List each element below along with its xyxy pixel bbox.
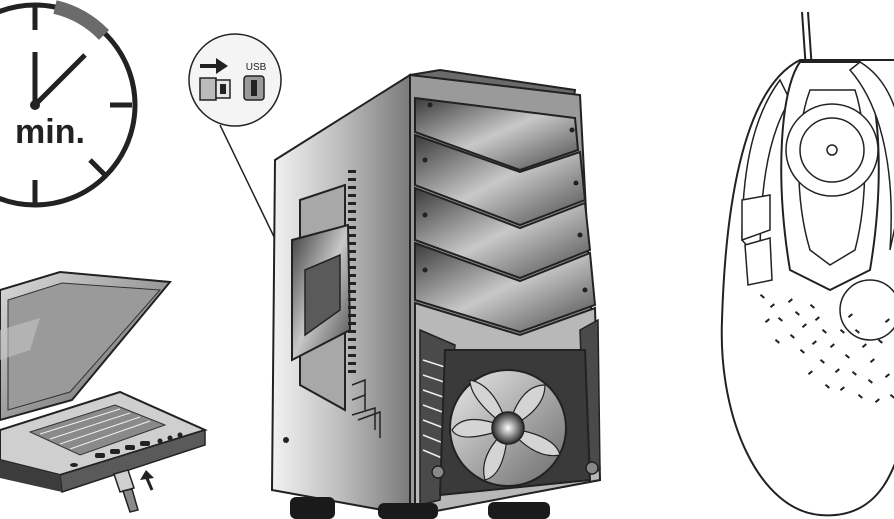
usb-port-icon bbox=[243, 75, 265, 101]
arrow-right-icon bbox=[200, 58, 228, 74]
mouse-bottom bbox=[720, 11, 894, 517]
timer-label: min. bbox=[15, 113, 85, 151]
pc-tower bbox=[270, 68, 602, 519]
usb-port-label: USB bbox=[246, 62, 267, 73]
usb-callout: USB bbox=[188, 33, 282, 246]
laptop bbox=[0, 270, 208, 513]
case-fan bbox=[431, 349, 599, 497]
side-vents bbox=[348, 170, 356, 373]
usb-plug-icon bbox=[113, 469, 139, 513]
clock-timer-icon: min. bbox=[0, 0, 138, 208]
usb-plug-icon bbox=[199, 77, 231, 101]
grip-texture bbox=[759, 293, 894, 404]
insert-arrow-icon bbox=[140, 470, 154, 491]
